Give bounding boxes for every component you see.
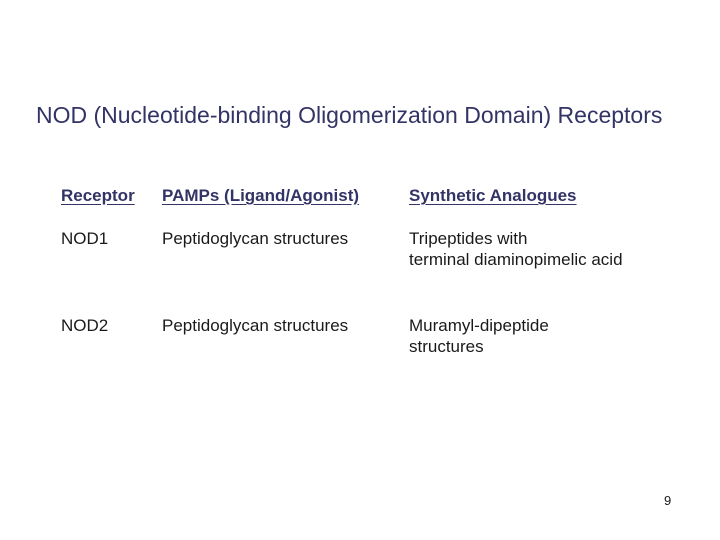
cell-receptor-name: NOD2 — [61, 316, 109, 335]
table-header-row: Receptor PAMPs (Ligand/Agonist) Syntheti… — [61, 185, 701, 206]
table-row: NOD2 Peptidoglycan structures Muramyl-di… — [61, 315, 701, 357]
cell-synthetic-analogues: Tripeptides with terminal diaminopimelic… — [409, 229, 623, 269]
cell-pamps: Peptidoglycan structures — [162, 316, 349, 335]
table-row: NOD1 Peptidoglycan structures Tripeptide… — [61, 228, 701, 270]
cell-pamps: Peptidoglycan structures — [162, 229, 349, 248]
slide-title: NOD (Nucleotide-binding Oligomerization … — [36, 102, 663, 128]
column-header-receptor: Receptor — [61, 186, 135, 205]
column-header-pamps: PAMPs (Ligand/Agonist) — [162, 186, 360, 205]
column-header-synthetic-analogues: Synthetic Analogues — [409, 186, 577, 205]
cell-receptor-name: NOD1 — [61, 229, 109, 248]
cell-synthetic-analogues: Muramyl-dipeptide structures — [409, 316, 549, 356]
page-number: 9 — [664, 493, 672, 508]
